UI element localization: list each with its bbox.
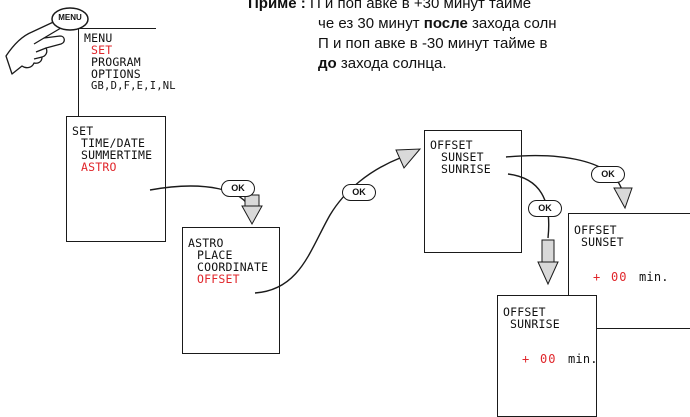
sunset-offset-sign: + bbox=[593, 270, 601, 284]
astro-item-offset[interactable]: OFFSET bbox=[197, 272, 240, 286]
set-item-time-date[interactable]: TIME/DATE bbox=[81, 136, 146, 150]
astro-item-coordinate[interactable]: COORDINATE bbox=[197, 260, 269, 274]
menu-item-program[interactable]: PROGRAM bbox=[91, 55, 141, 69]
set-title: SET bbox=[72, 124, 94, 138]
menu-item-set[interactable]: SET bbox=[91, 43, 113, 57]
note-after-word: после bbox=[423, 15, 468, 32]
ok-button-sunrise[interactable]: OK bbox=[528, 200, 562, 217]
menu-item-languages[interactable]: GB,D,F,E,I,NL bbox=[91, 80, 176, 92]
menu-screen: MENU SET PROGRAM OPTIONS GB,D,F,E,I,NL bbox=[78, 28, 176, 120]
ok-button-offset[interactable]: OK bbox=[342, 184, 376, 201]
astro-screen: ASTRO PLACE COORDINATE OFFSET bbox=[182, 227, 280, 354]
offset-screen: OFFSET SUNSET SUNRISE bbox=[424, 130, 522, 253]
instruction-note-line-2: че ез 30 минут после захода солн bbox=[318, 15, 557, 32]
ok-button-astro[interactable]: OK bbox=[221, 180, 255, 197]
sunrise-screen-subtitle: SUNRISE bbox=[510, 317, 560, 331]
offset-item-sunset[interactable]: SUNSET bbox=[441, 150, 484, 164]
sunset-offset-value[interactable]: 00 bbox=[611, 270, 628, 284]
ok-button-sunset[interactable]: OK bbox=[591, 166, 625, 183]
set-screen: SET TIME/DATE SUMMERTIME ASTRO bbox=[66, 116, 166, 242]
instruction-note-line-3: П и поп авке в -30 минут тайме в bbox=[318, 35, 548, 52]
note-line-1: П и поп авке в +30 минут тайме bbox=[309, 0, 532, 12]
menu-item-options[interactable]: OPTIONS bbox=[91, 67, 141, 81]
sunrise-offset-screen: OFFSET SUNRISE + 00 min. bbox=[497, 295, 598, 417]
sunrise-screen-title: OFFSET bbox=[503, 305, 546, 319]
sunrise-offset-sign: + bbox=[522, 352, 530, 366]
sunset-offset-unit: min. bbox=[639, 270, 669, 284]
menu-button-label[interactable]: MENU bbox=[58, 13, 82, 22]
astro-title: ASTRO bbox=[188, 236, 224, 250]
set-item-astro[interactable]: ASTRO bbox=[81, 160, 117, 174]
astro-item-place[interactable]: PLACE bbox=[197, 248, 233, 262]
offset-item-sunrise[interactable]: SUNRISE bbox=[441, 162, 491, 176]
set-item-summertime[interactable]: SUMMERTIME bbox=[81, 148, 153, 162]
sunrise-offset-unit: min. bbox=[568, 352, 598, 366]
note-before-word: до bbox=[318, 55, 337, 72]
instruction-note-line-4: до захода солнца. bbox=[318, 55, 447, 72]
sunrise-offset-value[interactable]: 00 bbox=[540, 352, 557, 366]
note-heading: Приме : bbox=[248, 0, 306, 12]
sunset-screen-subtitle: SUNSET bbox=[581, 235, 624, 249]
instruction-note: Приме : П и поп авке в +30 минут тайме bbox=[248, 0, 531, 14]
offset-title: OFFSET bbox=[430, 138, 473, 152]
sunset-offset-screen: OFFSET SUNSET + 00 min. bbox=[568, 213, 690, 329]
menu-button[interactable] bbox=[51, 7, 89, 31]
menu-title: MENU bbox=[84, 31, 113, 45]
sunset-screen-title: OFFSET bbox=[574, 223, 617, 237]
